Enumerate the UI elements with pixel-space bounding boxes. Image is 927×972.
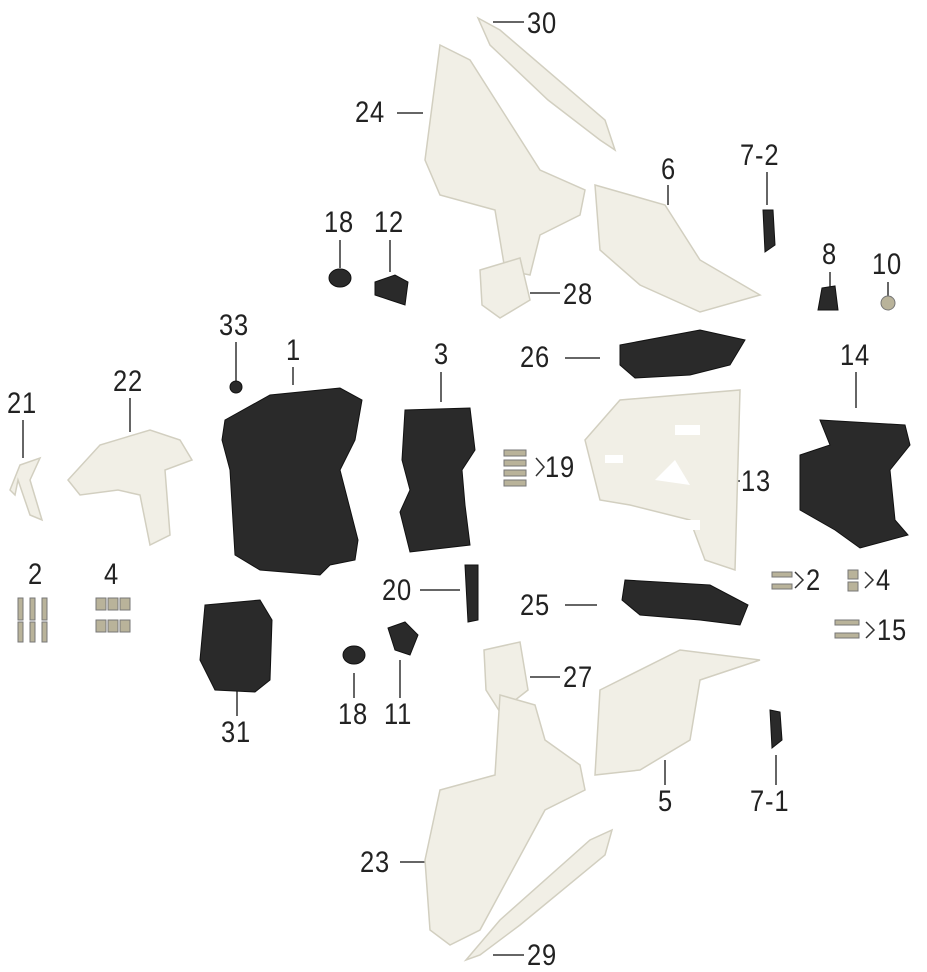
part-7-1-reflector — [769, 709, 783, 749]
part-5-lower-side-cover-lower — [594, 649, 761, 776]
callout-28: 28 — [563, 278, 594, 311]
part-11-bracket-lower — [387, 621, 419, 656]
part-8-clip — [817, 285, 839, 311]
part-14-rear-bracket — [799, 419, 911, 549]
callout-15: 15 — [877, 614, 908, 647]
part-2-bolts-left — [17, 597, 48, 643]
part-24-front-side-panel-upper — [424, 43, 586, 276]
part-33-rubber-plug — [229, 380, 243, 394]
callout-12: 12 — [374, 206, 405, 239]
part-15-screws — [834, 619, 860, 639]
fasteners — [17, 295, 896, 643]
callout-2-right: 2 — [806, 564, 822, 597]
callout-11: 11 — [384, 698, 413, 731]
part-29-side-strip-lower — [463, 828, 614, 962]
part-18-grommet-lower — [342, 645, 366, 665]
part-28-vent-grille-upper — [479, 257, 531, 319]
callout-31: 31 — [221, 716, 252, 749]
part-13-cutouts — [605, 425, 700, 530]
callout-30: 30 — [527, 7, 558, 40]
part-6-lower-side-cover-upper — [594, 183, 762, 313]
callout-19: 19 — [545, 451, 576, 484]
callout-4-right: 4 — [876, 564, 892, 597]
callout-23: 23 — [360, 846, 391, 879]
callout-25: 25 — [520, 589, 551, 622]
part-4-clips-left — [95, 597, 131, 633]
callout-18-lower: 18 — [338, 698, 369, 731]
part-12-bracket-upper — [374, 274, 409, 306]
callout-27: 27 — [563, 661, 594, 694]
part-20-mount-plate — [464, 564, 479, 623]
part-26-turn-signal-upper — [619, 329, 746, 379]
callout-7-1: 7-1 — [750, 785, 790, 818]
callout-21: 21 — [7, 387, 38, 420]
part-30-side-strip-upper — [476, 16, 617, 152]
callout-2-left: 2 — [28, 558, 44, 591]
callout-5: 5 — [658, 785, 674, 818]
callout-3: 3 — [434, 338, 450, 371]
callout-10: 10 — [872, 248, 903, 281]
callout-6: 6 — [661, 153, 677, 186]
callout-24: 24 — [355, 96, 386, 129]
callout-18-upper: 18 — [324, 206, 355, 239]
part-4-clips-right — [847, 569, 859, 592]
part-7-2-reflector — [762, 209, 776, 253]
part-3-headlight-assembly — [399, 407, 476, 553]
callout-13: 13 — [741, 465, 772, 498]
callout-26: 26 — [520, 341, 551, 374]
callout-33: 33 — [219, 309, 250, 342]
part-25-turn-signal-lower — [621, 579, 749, 626]
part-31-lower-bracket — [199, 599, 273, 693]
callout-4-left: 4 — [104, 558, 120, 591]
leader-lines — [22, 21, 889, 956]
part-21-front-trim — [9, 456, 44, 522]
callout-20: 20 — [382, 574, 413, 607]
callout-14: 14 — [840, 339, 871, 372]
callout-7-2: 7-2 — [740, 139, 780, 172]
callout-8: 8 — [822, 238, 838, 271]
part-1-front-frame — [221, 387, 363, 576]
callout-22: 22 — [113, 365, 144, 398]
callout-1: 1 — [286, 334, 302, 367]
part-23-front-side-panel-lower — [424, 694, 586, 946]
callout-29: 29 — [527, 939, 558, 972]
part-22-front-nose-cover — [67, 429, 194, 547]
part-18-grommet-upper — [328, 268, 352, 288]
part-2-bolts-right — [771, 571, 793, 590]
part-19-screws — [503, 449, 527, 487]
part-10-nut — [880, 295, 896, 311]
